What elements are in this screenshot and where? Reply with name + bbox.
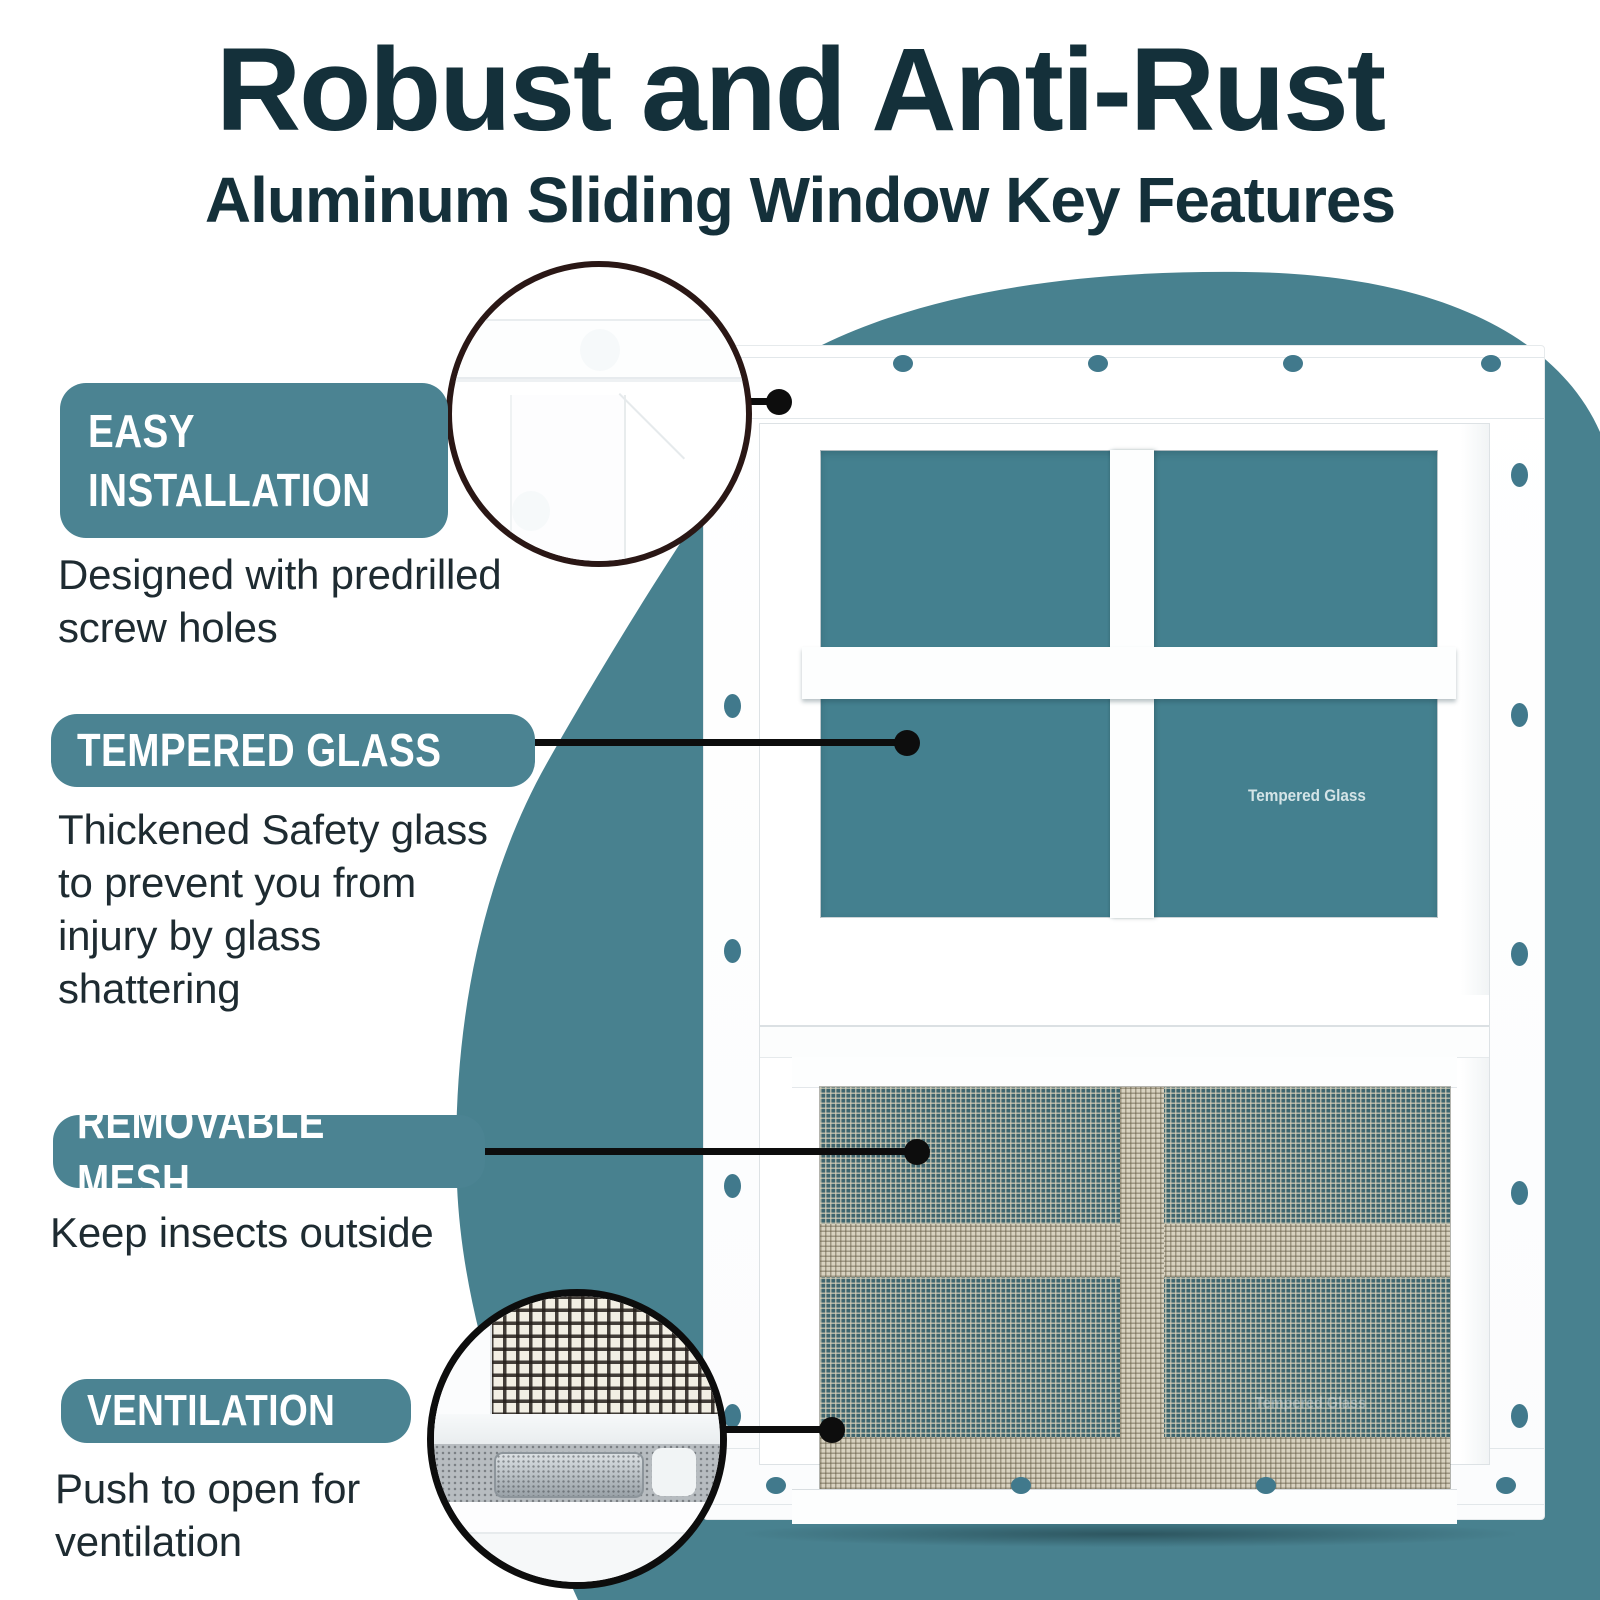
callout-dot-removable-mesh (904, 1139, 930, 1165)
screw-hole (766, 1477, 786, 1494)
badge-easy-installation: EASY INSTALLATION (60, 383, 448, 538)
frame-shading (1461, 424, 1489, 1464)
callout-dot-tempered-glass (894, 730, 920, 756)
tempered-glass-etch-upper: Tempered Glass (1248, 786, 1366, 805)
screw-hole (1511, 942, 1528, 966)
inset-sill (434, 1502, 720, 1534)
screw-hole (724, 1174, 741, 1198)
screw-hole (1511, 703, 1528, 727)
description-easy-installation: Designed with predrilled screw holes (58, 551, 502, 651)
badge-ventilation: VENTILATION (61, 1379, 411, 1443)
lower-sash-bottom-rail (792, 1489, 1457, 1524)
screw-hole (1088, 355, 1108, 372)
screw-hole (893, 355, 913, 372)
screw-hole (1481, 355, 1501, 372)
flange-lip-line (704, 357, 1544, 358)
inset-rail (434, 1414, 720, 1446)
inset-sill-face (434, 1534, 720, 1582)
screw-hole (1511, 463, 1528, 487)
badge-label: TEMPERED GLASS (77, 724, 442, 777)
badge-label: REMOVABLE MESH (77, 1095, 325, 1207)
inset-frame-member (510, 395, 626, 561)
inset-miter-joint (618, 393, 686, 460)
flange-lip-line (704, 418, 1544, 419)
description-ventilation: Push to open for ventilation (55, 1465, 361, 1565)
callout-dot-ventilation (819, 1417, 845, 1443)
inset-mesh-closeup (490, 1296, 720, 1416)
meeting-rail (760, 995, 1489, 1027)
aluminum-window: Tempered Glass Tempered Glass (703, 345, 1545, 1524)
inset-circle-mesh-latch (427, 1289, 727, 1589)
mesh-over-muntin-vertical (1120, 1087, 1164, 1489)
mesh-over-bottom-rail (820, 1437, 1450, 1489)
mesh-frame-top-bar (792, 1057, 1457, 1088)
callout-line-ventilation (700, 1426, 832, 1433)
screw-hole (724, 939, 741, 963)
description-removable-mesh: Keep insects outside (50, 1209, 434, 1256)
callout-line-tempered-glass (495, 739, 907, 746)
badge-tempered-glass: TEMPERED GLASS (51, 714, 535, 787)
screw-hole (1496, 1477, 1516, 1494)
inset-flange-line (452, 379, 746, 382)
screw-hole (1283, 355, 1303, 372)
callout-line-removable-mesh (455, 1148, 917, 1155)
inset-predrilled-hole (512, 491, 550, 531)
tempered-glass-etch-lower: Tempered Glass (1255, 1395, 1366, 1412)
inset-roller (652, 1448, 696, 1496)
screw-hole (724, 694, 741, 718)
badge-label: VENTILATION (87, 1385, 336, 1435)
window-frame: Tempered Glass Tempered Glass (759, 423, 1490, 1524)
inset-circle-frame-corner (446, 261, 752, 567)
callout-line-easy-installation (728, 398, 778, 405)
callout-dot-easy-installation (766, 389, 792, 415)
screw-hole (1511, 1181, 1528, 1205)
badge-label: EASY INSTALLATION (88, 404, 371, 516)
upper-sash-horizontal-muntin (802, 647, 1456, 699)
screw-hole (1511, 1404, 1528, 1428)
inset-frame-member (434, 1296, 492, 1426)
inset-predrilled-hole (580, 329, 620, 371)
mesh-screen: Tempered Glass (820, 1087, 1450, 1489)
window-shadow (745, 1521, 1515, 1547)
inset-latch (494, 1452, 644, 1498)
screw-hole (724, 1404, 741, 1428)
screw-hole (1011, 1477, 1031, 1494)
description-tempered-glass: Thickened Safety glass to prevent you fr… (58, 806, 488, 1012)
page-subtitle: Aluminum Sliding Window Key Features (204, 164, 1396, 236)
badge-removable-mesh: REMOVABLE MESH (53, 1096, 485, 1207)
screw-hole (1256, 1477, 1276, 1494)
lower-sash-top-rail (760, 1027, 1489, 1058)
page-title: Robust and Anti-Rust (215, 24, 1386, 156)
